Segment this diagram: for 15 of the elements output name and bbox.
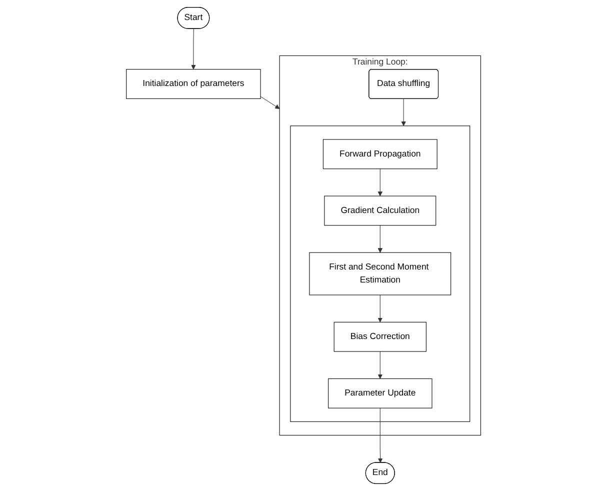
arrow: [378, 408, 384, 463]
node-box: Gradient Calculation: [324, 196, 437, 226]
node-box: Initialization of parameters: [126, 69, 262, 99]
arrow: [402, 98, 406, 126]
node-box: Forward Propagation: [323, 139, 438, 170]
cluster: [290, 126, 471, 422]
node-box: First and Second Moment Estimation: [310, 252, 452, 296]
arrow: [192, 28, 196, 70]
arrow: [378, 225, 383, 253]
node-box: Parameter Update: [328, 378, 433, 408]
arrow: [378, 168, 383, 196]
arrow: [260, 96, 280, 109]
arrow: [378, 351, 383, 379]
node-box: Bias Correction: [334, 322, 427, 352]
arrow: [378, 294, 383, 322]
